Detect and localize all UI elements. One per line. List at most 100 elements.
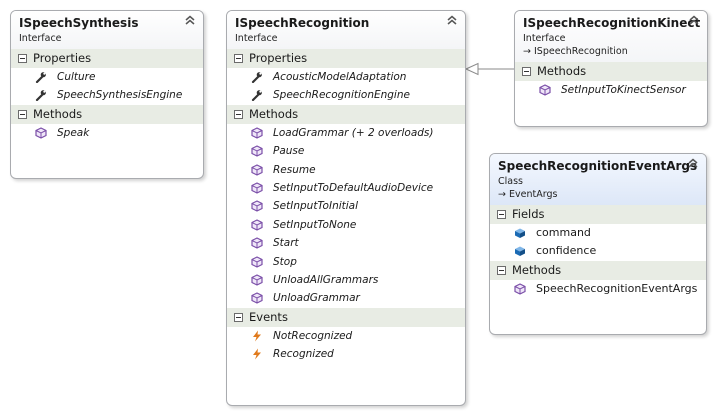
member-item-unloadallgrammars[interactable]: UnloadAllGrammars (227, 271, 465, 289)
member-label: SpeechSynthesisEngine (57, 89, 183, 102)
member-label: Start (273, 237, 299, 250)
member-item-acousticmodeladaptation[interactable]: AcousticModelAdaptation (227, 68, 465, 86)
member-item-speak[interactable]: Speak (11, 124, 203, 142)
section-label: Methods (33, 106, 83, 121)
member-item-speechsynthesisengine[interactable]: SpeechSynthesisEngine (11, 86, 203, 104)
base-type-name: ISpeechRecognition (534, 46, 628, 57)
member-label: UnloadGrammar (273, 292, 360, 305)
member-label: Stop (273, 255, 297, 268)
inheritance-arrowhead (464, 62, 479, 76)
section-header-methods[interactable]: Methods (515, 62, 707, 81)
section-header-methods[interactable]: Methods (490, 260, 706, 280)
member-item-setinputtodefaultaudiodevice[interactable]: SetInputToDefaultAudioDevice (227, 179, 465, 197)
member-item-command[interactable]: command (490, 224, 706, 242)
member-label: SpeechRecognitionEventArgs (536, 281, 698, 295)
method-cube-icon (514, 283, 526, 295)
wrench-icon (35, 89, 47, 102)
lightning-icon (251, 348, 263, 360)
member-item-stop[interactable]: Stop (227, 253, 465, 271)
box-header: ISpeechRecognitionKinect Interface → ISp… (515, 11, 707, 62)
collapse-chevron-icon[interactable] (445, 14, 459, 26)
member-item-start[interactable]: Start (227, 234, 465, 252)
box-title: ISpeechRecognition (235, 16, 370, 30)
member-label: LoadGrammar (+ 2 overloads) (273, 126, 434, 139)
member-label: SpeechRecognitionEngine (273, 89, 410, 102)
lightning-icon (251, 330, 263, 342)
wrench-icon (251, 71, 263, 83)
member-item-unloadgrammar[interactable]: UnloadGrammar (227, 289, 465, 307)
member-label: Recognized (273, 348, 334, 361)
section-header-methods[interactable]: Methods (227, 104, 465, 124)
box-header: SpeechRecognitionEventArgs Class → Event… (490, 154, 706, 205)
method-cube-icon (251, 145, 263, 157)
collapse-minus-icon[interactable] (234, 312, 243, 322)
collapse-minus-icon[interactable] (522, 67, 531, 76)
member-item-setinputtokinectsensor[interactable]: SetInputToKinectSensor (515, 81, 707, 99)
member-label: Pause (273, 145, 305, 158)
member-item-setinputtonone[interactable]: SetInputToNone (227, 216, 465, 234)
member-item-loadgrammar-2-overloads[interactable]: LoadGrammar (+ 2 overloads) (227, 124, 465, 142)
member-item-recognized[interactable]: Recognized (227, 345, 465, 363)
field-icon (514, 245, 526, 257)
member-item-resume[interactable]: Resume (227, 161, 465, 179)
member-item-speechrecognitionengine[interactable]: SpeechRecognitionEngine (227, 86, 465, 104)
member-label: Resume (273, 163, 316, 176)
wrench-icon (35, 71, 47, 83)
box-header: ISpeechRecognition Interface (227, 11, 465, 49)
member-item-setinputtoinitial[interactable]: SetInputToInitial (227, 197, 465, 215)
section-label: Events (249, 309, 288, 324)
member-label: SetInputToInitial (273, 200, 359, 213)
collapse-minus-icon[interactable] (18, 109, 27, 119)
member-item-speechrecognitioneventargs[interactable]: SpeechRecognitionEventArgs (490, 280, 706, 298)
box-header: ISpeechSynthesis Interface (11, 11, 203, 49)
method-cube-icon (35, 127, 47, 139)
section-label: Properties (33, 51, 92, 65)
collapse-minus-icon[interactable] (497, 210, 506, 219)
member-item-culture[interactable]: Culture (11, 68, 203, 86)
collapse-minus-icon[interactable] (234, 54, 243, 63)
class-box-speechrecognitioneventargs[interactable]: SpeechRecognitionEventArgs Class → Event… (489, 153, 707, 335)
collapse-minus-icon[interactable] (497, 265, 506, 275)
collapse-chevron-icon[interactable] (687, 14, 701, 26)
section-label: Methods (537, 64, 587, 78)
collapse-minus-icon[interactable] (18, 54, 27, 63)
method-cube-icon (539, 84, 551, 96)
box-kind: Interface (19, 33, 62, 44)
method-cube-icon (251, 200, 263, 213)
method-cube-icon (251, 255, 263, 268)
member-label: Speak (57, 126, 90, 139)
member-item-pause[interactable]: Pause (227, 142, 465, 160)
section-header-methods[interactable]: Methods (11, 104, 203, 124)
section-label: Methods (512, 262, 562, 277)
inherits-arrow-icon: → (523, 46, 531, 57)
method-cube-icon (251, 237, 263, 249)
box-kind: Interface (235, 33, 278, 44)
section-header-properties[interactable]: Properties (227, 49, 465, 68)
section-header-properties[interactable]: Properties (11, 49, 203, 68)
collapse-chevron-icon[interactable] (183, 14, 197, 26)
collapse-minus-icon[interactable] (234, 109, 243, 119)
method-cube-icon (251, 219, 263, 231)
base-type: → EventArgs (498, 188, 698, 201)
box-kind: Interface (523, 33, 566, 44)
base-type-name: EventArgs (509, 189, 558, 200)
inherits-arrow-icon: → (498, 189, 506, 200)
section-header-events[interactable]: Events (227, 307, 465, 327)
member-label: AcousticModelAdaptation (273, 71, 407, 83)
field-icon (514, 227, 526, 239)
section-header-fields[interactable]: Fields (490, 205, 706, 224)
collapse-chevron-icon[interactable] (686, 157, 700, 169)
box-title: ISpeechSynthesis (19, 16, 139, 30)
member-label: NotRecognized (273, 329, 353, 342)
class-box-ispeechrecognitionkinect[interactable]: ISpeechRecognitionKinect Interface → ISp… (514, 10, 708, 127)
method-cube-icon (251, 292, 263, 304)
member-item-confidence[interactable]: confidence (490, 242, 706, 260)
member-item-notrecognized[interactable]: NotRecognized (227, 327, 465, 345)
member-label: SetInputToKinectSensor (561, 84, 686, 96)
